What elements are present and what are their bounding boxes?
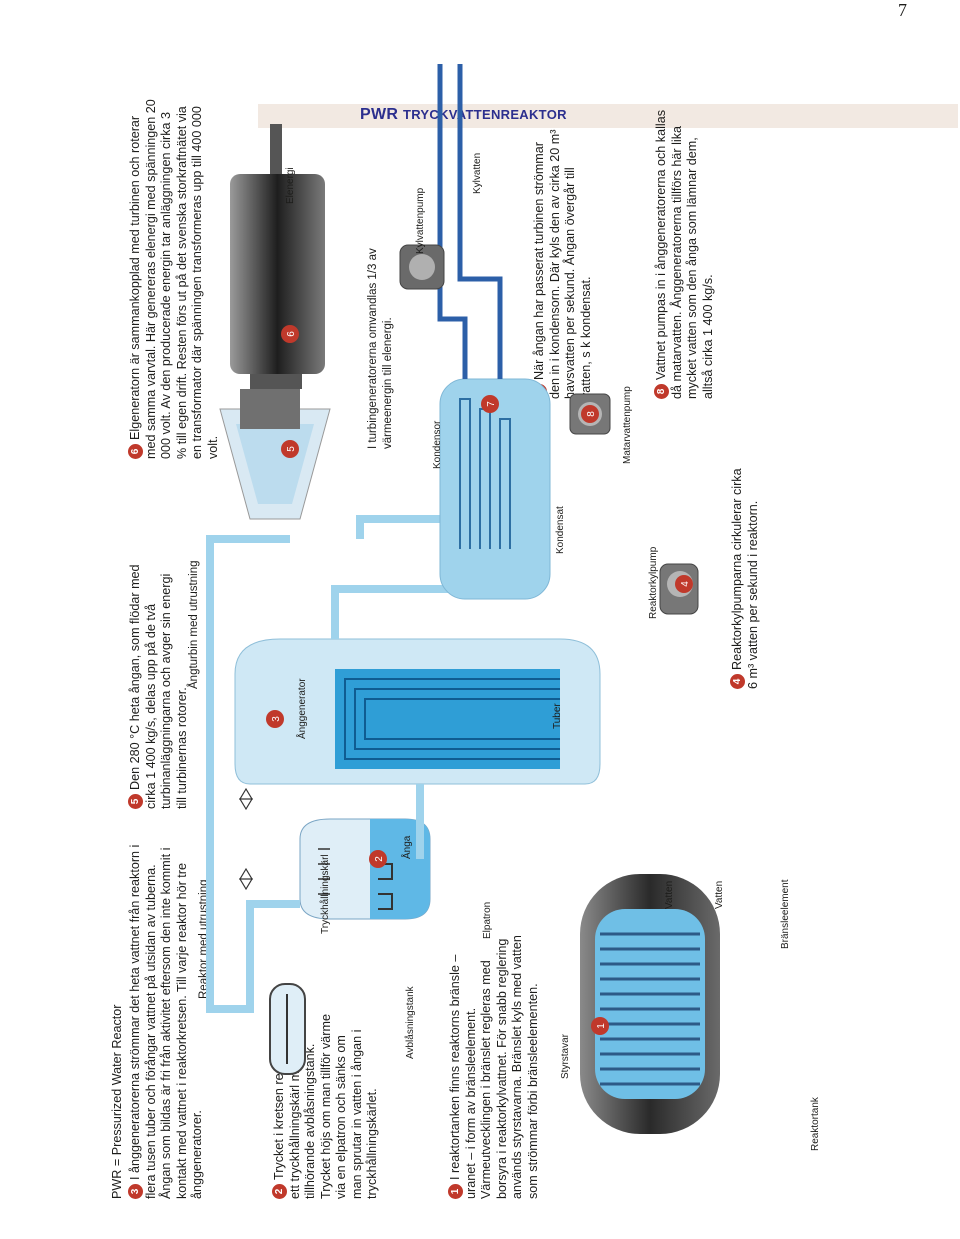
label-anggenerator: Ånggenerator bbox=[297, 678, 308, 739]
marker-3: 3 bbox=[266, 710, 284, 728]
label-kylvatten: Kylvatten bbox=[472, 152, 483, 194]
marker-8-label: 8 bbox=[586, 411, 597, 417]
marker-5-label: 5 bbox=[286, 446, 297, 452]
diagram-markers: 1 2 3 4 5 6 7 8 bbox=[266, 325, 693, 1035]
marker-3-label: 3 bbox=[271, 716, 282, 722]
condenser bbox=[439, 378, 551, 600]
cooling-water-pump bbox=[399, 244, 445, 290]
marker-2: 2 bbox=[369, 850, 387, 868]
label-bransleelement: Bränsleelement bbox=[780, 879, 791, 949]
marker-1-label: 1 bbox=[596, 1023, 607, 1029]
cooling-water-pipes bbox=[437, 64, 503, 379]
label-matarvattenpump: Matarvattenpump bbox=[622, 386, 633, 464]
header-title: PWR TRYCKVATTENREAKTOR bbox=[360, 106, 567, 124]
pressurizer-vessel bbox=[299, 818, 431, 920]
label-tuber: Tuber bbox=[552, 703, 563, 729]
label-kondensat: Kondensat bbox=[555, 506, 566, 554]
marker-4: 4 bbox=[675, 575, 693, 593]
label-vatten-1: Vatten bbox=[664, 880, 675, 909]
header-bar bbox=[258, 104, 958, 128]
label-reaktortank: Reaktortank bbox=[810, 1097, 821, 1151]
marker-7-label: 7 bbox=[486, 401, 497, 407]
header-title-sub: TRYCKVATTENREAKTOR bbox=[402, 107, 567, 122]
label-kondensor: Kondensor bbox=[432, 420, 443, 469]
marker-1: 1 bbox=[591, 1017, 609, 1035]
label-tryckhallningskarl: Tryckhållningskärl bbox=[320, 854, 331, 934]
label-avblasningstank: Avblåsningstank bbox=[405, 986, 416, 1059]
generator bbox=[230, 124, 325, 389]
marker-4-label: 4 bbox=[680, 581, 691, 587]
marker-5: 5 bbox=[281, 440, 299, 458]
label-vatten-2: Vatten bbox=[714, 880, 725, 909]
relief-tank bbox=[269, 983, 306, 1075]
steam-generator bbox=[234, 638, 601, 785]
reactor-tank bbox=[580, 874, 720, 1134]
turbine bbox=[219, 389, 331, 520]
marker-7: 7 bbox=[481, 395, 499, 413]
header-title-main: PWR bbox=[360, 106, 399, 123]
page-number: 7 bbox=[898, 0, 907, 20]
marker-6: 6 bbox=[281, 325, 299, 343]
valves bbox=[238, 787, 254, 891]
marker-6-label: 6 bbox=[286, 331, 297, 337]
label-kylvattenpump: Kylvattenpump bbox=[415, 187, 426, 254]
marker-2-label: 2 bbox=[374, 856, 385, 862]
label-styrstavar: Styrstavar bbox=[560, 1033, 571, 1079]
label-anga: Ånga bbox=[402, 835, 413, 859]
marker-8: 8 bbox=[581, 405, 599, 423]
label-elenergi: Elenergi bbox=[285, 167, 296, 204]
label-reaktorkylpump: Reaktorkylpump bbox=[648, 546, 659, 619]
label-elpatron: Elpatron bbox=[482, 901, 493, 939]
